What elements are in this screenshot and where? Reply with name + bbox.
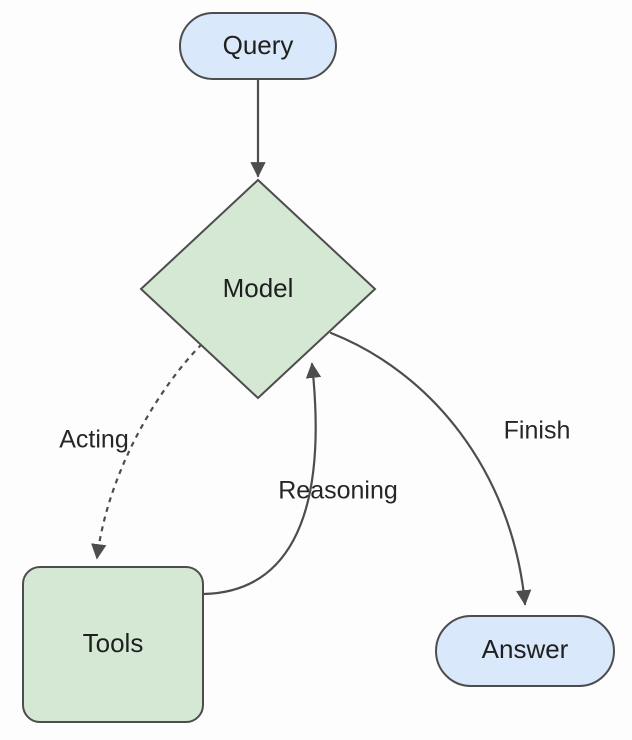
edge-path-reasoning — [202, 362, 322, 596]
edge-label-acting: Acting — [59, 426, 128, 454]
node-query-shape[interactable] — [179, 12, 337, 80]
node-model-shape[interactable] — [139, 178, 377, 400]
edge-model-to-answer — [329, 331, 532, 606]
edge-label-reasoning: Reasoning — [278, 477, 398, 505]
node-tools-shape[interactable] — [22, 566, 204, 723]
node-model-label: Model — [223, 273, 294, 303]
edge-tools-to-model — [202, 362, 322, 596]
node-answer[interactable]: Answer — [435, 615, 615, 687]
node-model[interactable]: Model — [139, 178, 377, 400]
node-query-label: Query — [223, 30, 294, 60]
node-tools-label: Tools — [83, 628, 144, 658]
node-query[interactable]: Query — [179, 12, 337, 80]
node-answer-shape[interactable] — [435, 615, 615, 687]
node-tools[interactable]: Tools — [22, 566, 204, 723]
edge-label-finish: Finish — [504, 417, 571, 445]
edge-model-to-tools — [91, 343, 203, 560]
edge-path-finish — [329, 331, 532, 606]
edge-path-acting — [91, 343, 203, 560]
node-answer-label: Answer — [482, 634, 569, 664]
